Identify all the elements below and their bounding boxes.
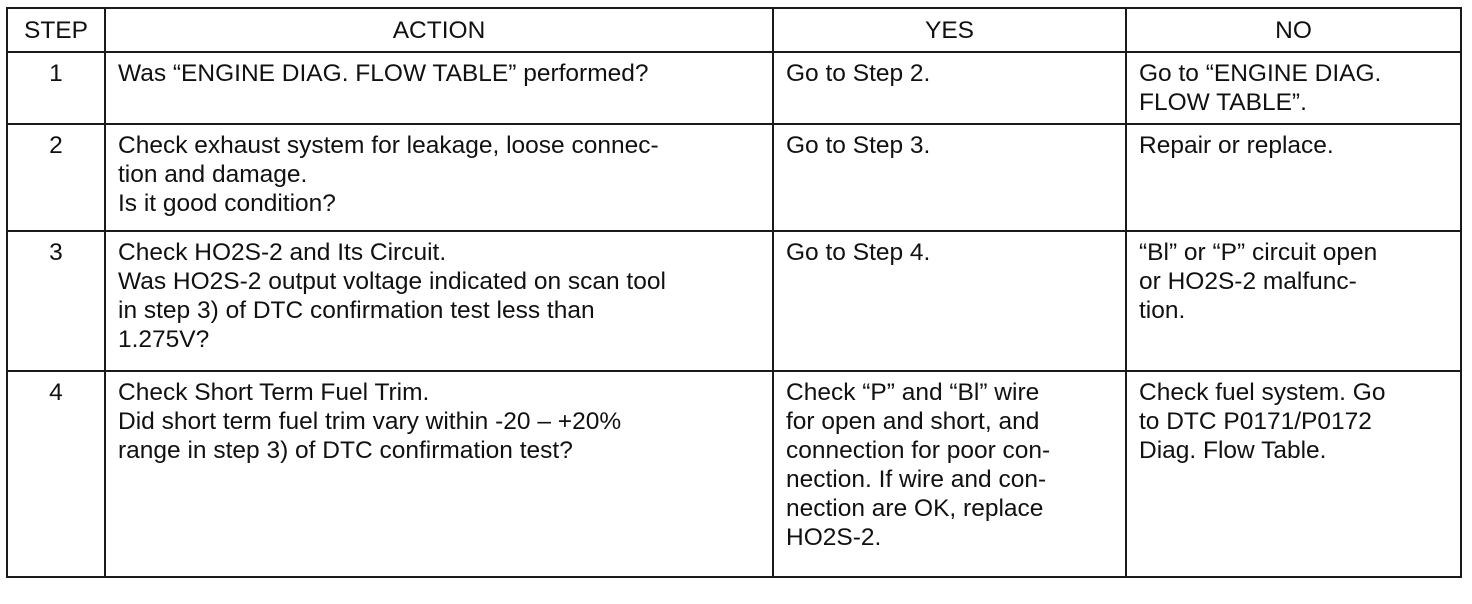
action-line: Was “ENGINE DIAG. FLOW TABLE” performed? <box>118 60 649 87</box>
no-line: or HO2S-2 malfunc- <box>1139 268 1357 295</box>
action-cell: Check HO2S-2 and Its Circuit. Was HO2S-2… <box>104 230 774 372</box>
yes-line: Check “P” and “Bl” wire <box>786 379 1040 406</box>
header-action: ACTION <box>104 7 774 53</box>
no-line: Go to “ENGINE DIAG. <box>1139 60 1382 87</box>
no-cell: Repair or replace. <box>1125 123 1462 232</box>
action-line: Did short term fuel trim vary within -20… <box>118 408 622 435</box>
step-number: 4 <box>6 370 106 578</box>
table-row: 2 Check exhaust system for leakage, loos… <box>6 123 1462 232</box>
action-cell: Was “ENGINE DIAG. FLOW TABLE” performed? <box>104 51 774 125</box>
yes-cell: Go to Step 2. <box>772 51 1127 125</box>
yes-line: nection. If wire and con- <box>786 466 1047 493</box>
action-cell: Check exhaust system for leakage, loose … <box>104 123 774 232</box>
no-cell: “Bl” or “P” circuit open or HO2S-2 malfu… <box>1125 230 1462 372</box>
action-line: 1.275V? <box>118 326 210 353</box>
step-number: 2 <box>6 123 106 232</box>
yes-line: nection are OK, replace <box>786 495 1044 522</box>
yes-cell: Go to Step 3. <box>772 123 1127 232</box>
table-row: 1 Was “ENGINE DIAG. FLOW TABLE” performe… <box>6 51 1462 125</box>
action-line: Is it good condition? <box>118 190 336 217</box>
no-line: “Bl” or “P” circuit open <box>1139 239 1378 266</box>
step-number: 1 <box>6 51 106 125</box>
action-line: tion and damage. <box>118 161 308 188</box>
diagnostic-flow-table: STEP ACTION YES NO 1 Was “ENGINE DIAG. F… <box>6 7 1462 578</box>
yes-line: Go to Step 4. <box>786 239 931 266</box>
header-step: STEP <box>6 7 106 53</box>
no-line: Diag. Flow Table. <box>1139 437 1327 464</box>
no-cell: Check fuel system. Go to DTC P0171/P0172… <box>1125 370 1462 578</box>
action-line: Check exhaust system for leakage, loose … <box>118 132 659 159</box>
yes-line: Go to Step 2. <box>786 60 931 87</box>
no-cell: Go to “ENGINE DIAG. FLOW TABLE”. <box>1125 51 1462 125</box>
header-row: STEP ACTION YES NO <box>6 7 1462 53</box>
action-line: Check Short Term Fuel Trim. <box>118 379 430 406</box>
yes-cell: Check “P” and “Bl” wire for open and sho… <box>772 370 1127 578</box>
header-yes: YES <box>772 7 1127 53</box>
action-line: in step 3) of DTC confirmation test less… <box>118 297 595 324</box>
no-line: to DTC P0171/P0172 <box>1139 408 1372 435</box>
action-line: Check HO2S-2 and Its Circuit. <box>118 239 447 266</box>
action-cell: Check Short Term Fuel Trim. Did short te… <box>104 370 774 578</box>
header-no: NO <box>1125 7 1462 53</box>
yes-line: connection for poor con- <box>786 437 1051 464</box>
yes-line: Go to Step 3. <box>786 132 931 159</box>
yes-cell: Go to Step 4. <box>772 230 1127 372</box>
no-line: FLOW TABLE”. <box>1139 89 1307 116</box>
yes-line: for open and short, and <box>786 408 1040 435</box>
table-row: 3 Check HO2S-2 and Its Circuit. Was HO2S… <box>6 230 1462 372</box>
no-line: tion. <box>1139 297 1186 324</box>
action-line: range in step 3) of DTC confirmation tes… <box>118 437 573 464</box>
no-line: Repair or replace. <box>1139 132 1334 159</box>
step-number: 3 <box>6 230 106 372</box>
action-line: Was HO2S-2 output voltage indicated on s… <box>118 268 666 295</box>
table-row: 4 Check Short Term Fuel Trim. Did short … <box>6 370 1462 578</box>
yes-line: HO2S-2. <box>786 524 882 551</box>
no-line: Check fuel system. Go <box>1139 379 1386 406</box>
